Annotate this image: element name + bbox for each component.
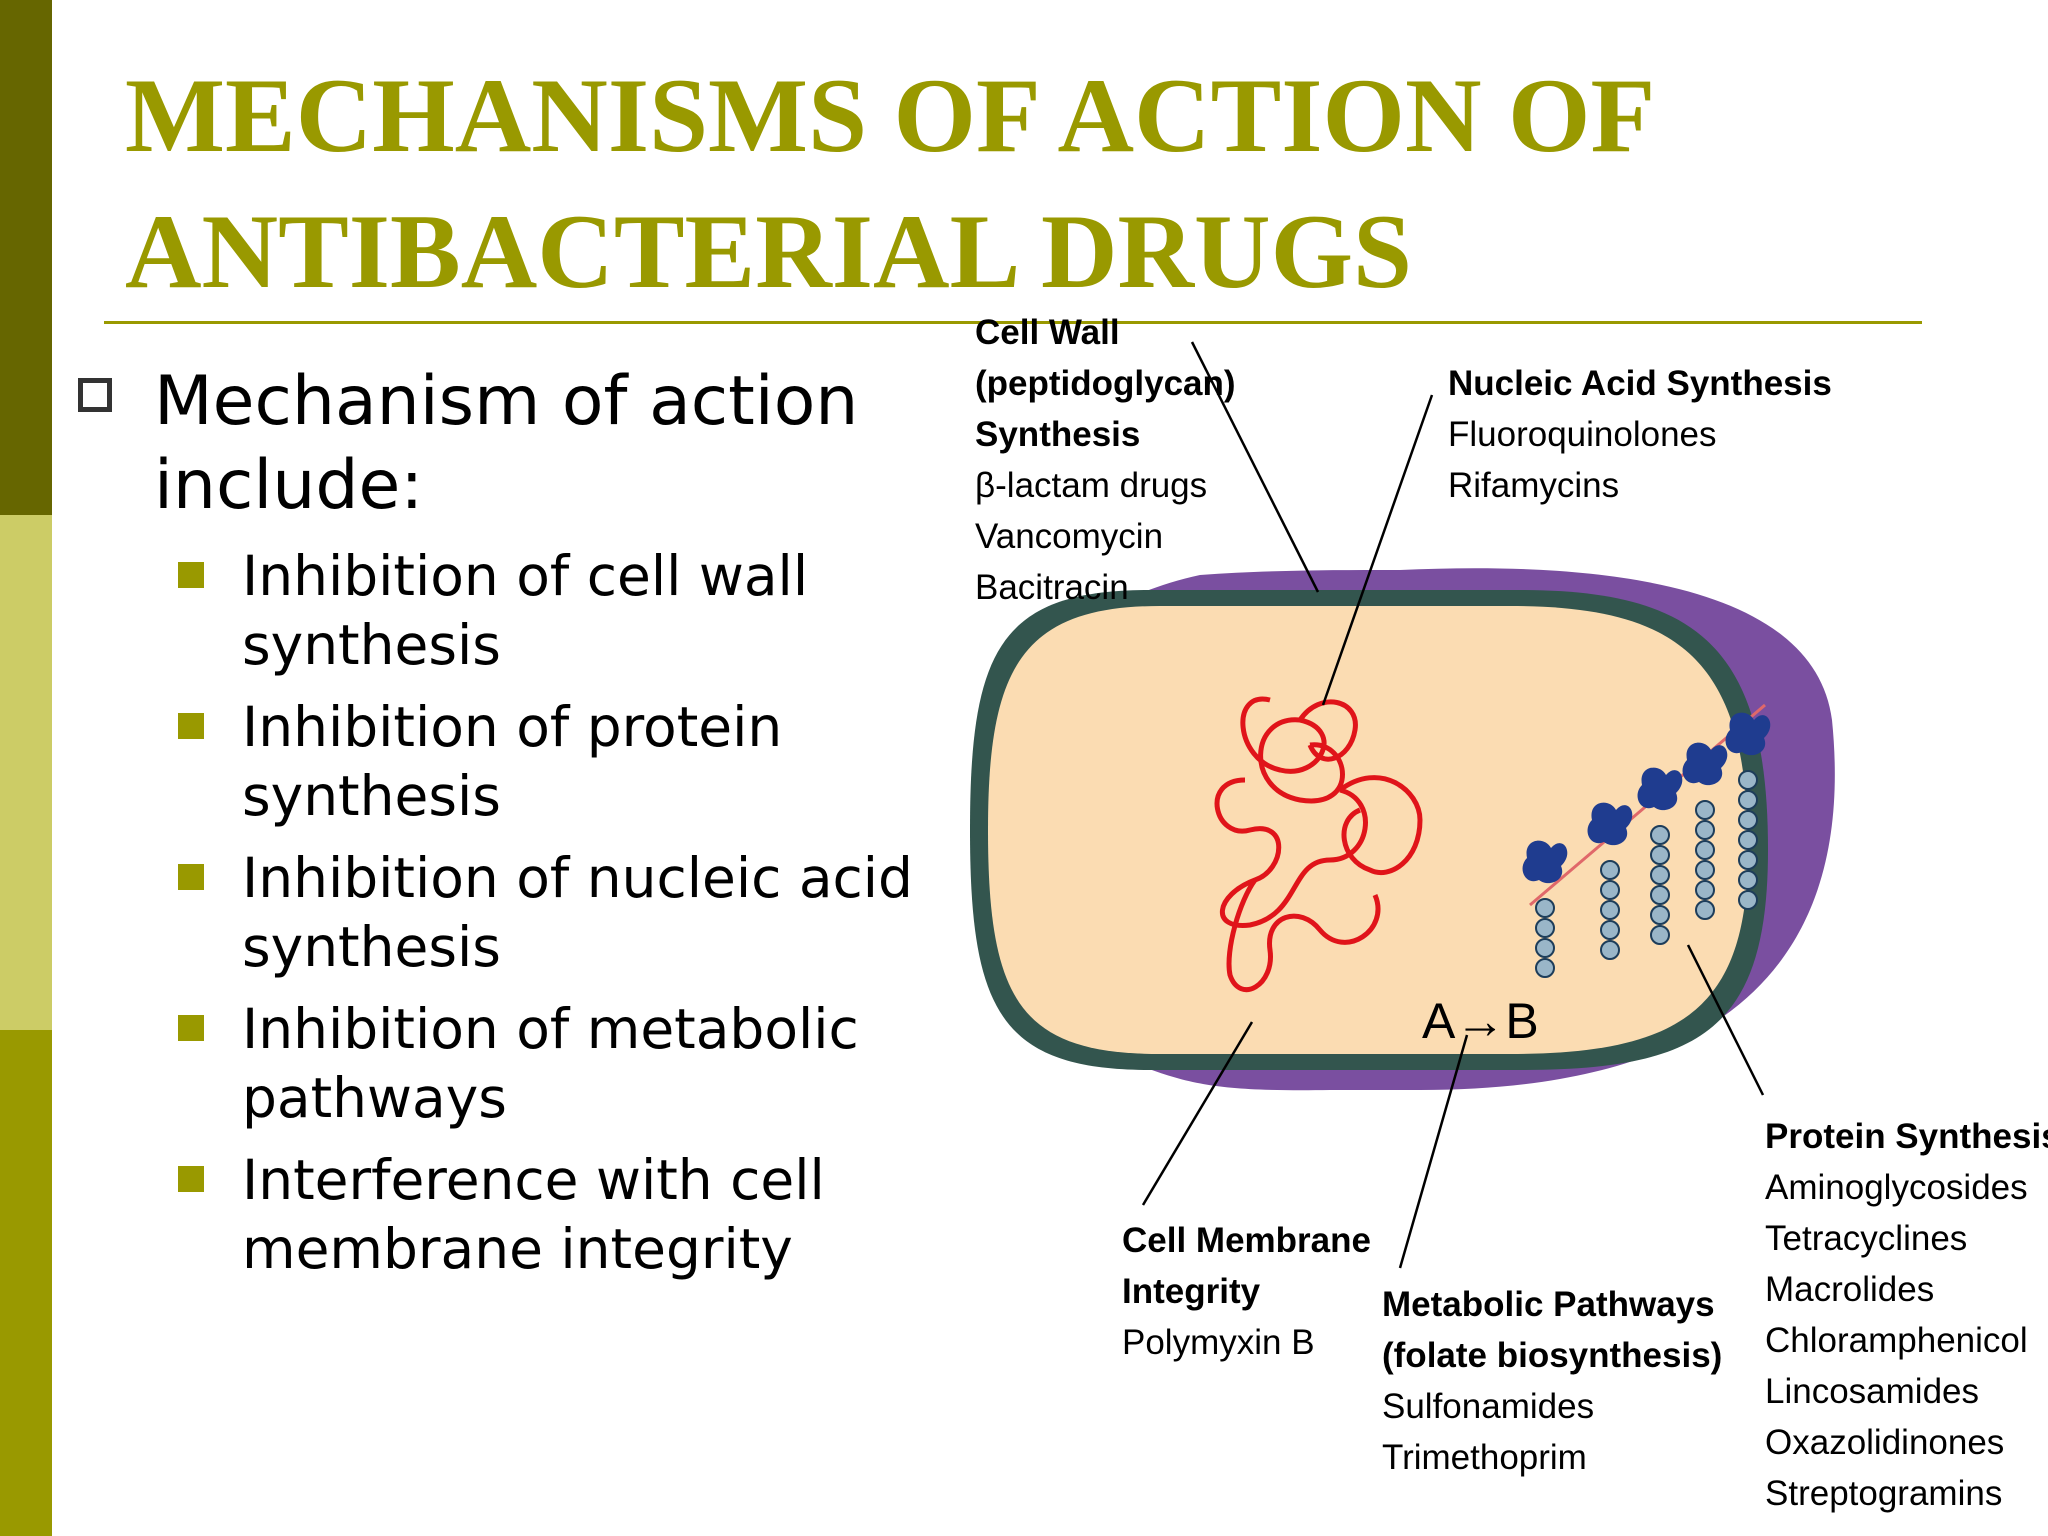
label-drug: Chloramphenicol: [1765, 1321, 2028, 1360]
sub-bullet-line: Inhibition of cell wall: [242, 544, 809, 608]
label-heading: (peptidoglycan): [975, 364, 1236, 403]
sub-bullet-line: synthesis: [242, 764, 501, 828]
sub-bullet-line: synthesis: [242, 613, 501, 677]
square-bullet-icon: [178, 562, 204, 588]
label-nucleic-acid: Nucleic Acid Synthesis Fluoroquinolones …: [1448, 364, 1832, 505]
sub-bullet-line: Inhibition of nucleic acid: [242, 846, 913, 910]
sub-bullet-nucleic-acid: Inhibition of nucleic acid synthesis: [178, 844, 978, 982]
bullet-list: Mechanism of action include: Inhibition …: [78, 360, 978, 1297]
square-bullet-icon: [178, 713, 204, 739]
leader-lines: [1141, 341, 1765, 1269]
hollow-square-bullet-icon: [78, 378, 112, 412]
sub-bullet-line: pathways: [242, 1066, 507, 1130]
label-drug: Fluoroquinolones: [1448, 415, 1717, 454]
label-drug: Oxazolidinones: [1765, 1423, 2004, 1462]
reaction-label: A→B: [1422, 993, 1539, 1049]
label-cell-wall: Cell Wall (peptidoglycan) Synthesis β-la…: [975, 313, 1236, 607]
label-drug: β-lactam drugs: [975, 466, 1207, 505]
slide-title-line-2: ANTIBACTERIAL DRUGS: [125, 193, 1413, 310]
side-bar-olive: [0, 1030, 52, 1536]
square-bullet-icon: [178, 864, 204, 890]
label-drug: Aminoglycosides: [1765, 1168, 2028, 1207]
slide-title: MECHANISMS OF ACTION OF ANTIBACTERIAL DR…: [125, 48, 1975, 320]
sub-bullet-metabolic: Inhibition of metabolic pathways: [178, 995, 978, 1133]
label-heading: Integrity: [1122, 1272, 1261, 1311]
side-bar-dark: [0, 0, 52, 515]
label-protein-synthesis: Protein Synthesis Aminoglycosides Tetrac…: [1765, 1117, 2048, 1513]
sub-bullet-membrane: Interference with cell membrane integrit…: [178, 1146, 978, 1284]
label-heading: Cell Membrane: [1122, 1221, 1371, 1260]
label-heading: Nucleic Acid Synthesis: [1448, 364, 1832, 403]
slide-title-line-1: MECHANISMS OF ACTION OF: [125, 57, 1656, 174]
sub-bullet-line: Inhibition of protein: [242, 695, 783, 759]
label-cell-membrane: Cell Membrane Integrity Polymyxin B: [1122, 1221, 1371, 1362]
sub-bullet-protein: Inhibition of protein synthesis: [178, 693, 978, 831]
label-drug: Polymyxin B: [1122, 1323, 1315, 1362]
label-heading: (folate biosynthesis): [1382, 1336, 1722, 1375]
title-underline: [104, 321, 1922, 324]
label-heading: Cell Wall: [975, 313, 1120, 352]
label-heading: Protein Synthesis: [1765, 1117, 2048, 1156]
cytoplasm: [988, 606, 1748, 1054]
sub-bullet-list: Inhibition of cell wall synthesis Inhibi…: [178, 542, 978, 1284]
label-drug: Trimethoprim: [1382, 1438, 1587, 1477]
sub-bullet-line: membrane integrity: [242, 1217, 793, 1281]
main-bullet-line-2: include:: [154, 446, 424, 525]
dna-tangle-icon: [1214, 696, 1423, 993]
label-drug: Streptogramins: [1765, 1474, 2002, 1513]
label-heading: Metabolic Pathways: [1382, 1285, 1715, 1324]
main-bullet: Mechanism of action include:: [78, 360, 978, 528]
label-drug: Bacitracin: [975, 568, 1129, 607]
main-bullet-line-1: Mechanism of action: [154, 362, 859, 441]
ribosome-chains-icon: [1522, 712, 1771, 978]
sub-bullet-line: Inhibition of metabolic: [242, 997, 859, 1061]
label-drug: Tetracyclines: [1765, 1219, 1967, 1258]
sub-bullet-cell-wall: Inhibition of cell wall synthesis: [178, 542, 978, 680]
label-drug: Rifamycins: [1448, 466, 1619, 505]
label-drug: Sulfonamides: [1382, 1387, 1594, 1426]
side-bar-light: [0, 515, 52, 1030]
label-drug: Vancomycin: [975, 517, 1163, 556]
square-bullet-icon: [178, 1015, 204, 1041]
sub-bullet-line: Interference with cell: [242, 1148, 825, 1212]
label-drug: Macrolides: [1765, 1270, 1934, 1309]
label-metabolic-pathways: Metabolic Pathways (folate biosynthesis)…: [1382, 1285, 1722, 1477]
sub-bullet-line: synthesis: [242, 915, 501, 979]
square-bullet-icon: [178, 1166, 204, 1192]
label-heading: Synthesis: [975, 415, 1140, 454]
label-drug: Lincosamides: [1765, 1372, 1979, 1411]
